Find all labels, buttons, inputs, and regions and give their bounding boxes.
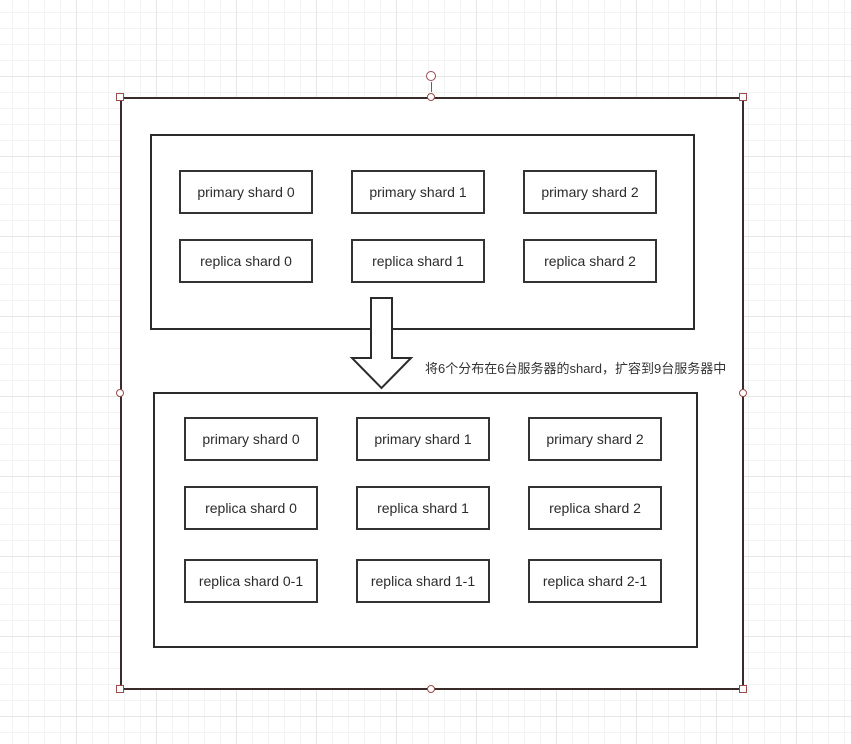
bottom-replica-shard-1-1[interactable]: replica shard 1-1 [356,559,490,603]
bottom-replica-shard-0-1[interactable]: replica shard 0-1 [184,559,318,603]
resize-handle-top-right[interactable] [739,93,747,101]
top-primary-shard-0[interactable]: primary shard 0 [179,170,313,214]
scale-annotation[interactable]: 将6个分布在6台服务器的shard，扩容到9台服务器中 [425,361,727,376]
top-primary-shard-2[interactable]: primary shard 2 [523,170,657,214]
bottom-primary-shard-0[interactable]: primary shard 0 [184,417,318,461]
top-replica-shard-1[interactable]: replica shard 1 [351,239,485,283]
top-replica-shard-2[interactable]: replica shard 2 [523,239,657,283]
bottom-replica-shard-0[interactable]: replica shard 0 [184,486,318,530]
down-arrow-icon[interactable] [348,296,416,392]
bottom-replica-shard-1[interactable]: replica shard 1 [356,486,490,530]
resize-handle-bottom-right[interactable] [739,685,747,693]
bottom-replica-shard-2[interactable]: replica shard 2 [528,486,662,530]
resize-handle-left[interactable] [116,389,124,397]
rotate-handle-stem [431,82,432,92]
top-cluster-box[interactable] [150,134,695,330]
resize-handle-top[interactable] [427,93,435,101]
bottom-primary-shard-2[interactable]: primary shard 2 [528,417,662,461]
resize-handle-bottom-left[interactable] [116,685,124,693]
rotate-handle[interactable] [426,71,436,81]
top-replica-shard-0[interactable]: replica shard 0 [179,239,313,283]
resize-handle-top-left[interactable] [116,93,124,101]
bottom-primary-shard-1[interactable]: primary shard 1 [356,417,490,461]
resize-handle-right[interactable] [739,389,747,397]
bottom-replica-shard-2-1[interactable]: replica shard 2-1 [528,559,662,603]
top-primary-shard-1[interactable]: primary shard 1 [351,170,485,214]
resize-handle-bottom[interactable] [427,685,435,693]
